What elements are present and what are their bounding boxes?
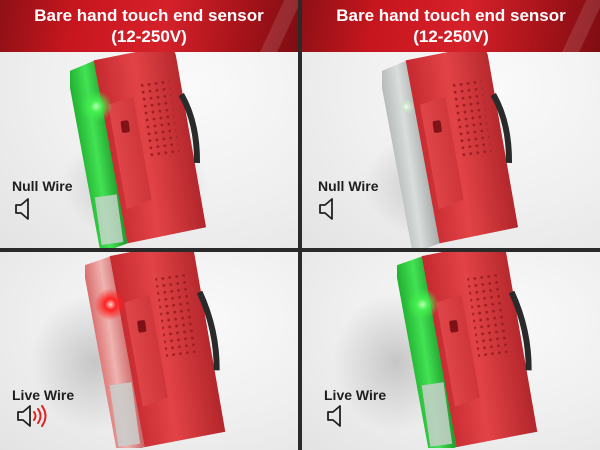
indicator-light [398, 98, 415, 115]
indicator-light [94, 288, 127, 321]
wire-label: Null Wire [318, 178, 379, 194]
panel-null-wire-green: Bare hand touch end sensor (12-250V) Nul… [0, 0, 298, 248]
voltage-tester [382, 46, 519, 248]
speaker-muted-icon [327, 405, 341, 427]
device-side [108, 97, 152, 210]
voltage-tester [70, 46, 207, 248]
speaker-grille [138, 76, 180, 160]
device-side [420, 97, 464, 210]
device-side [436, 294, 480, 407]
clip-slot [432, 120, 442, 133]
voltage-tester [397, 252, 538, 448]
indicator-light [80, 90, 113, 123]
speaker-grille [467, 273, 509, 358]
speaker-grille [155, 273, 197, 358]
wire-label: Live Wire [12, 387, 75, 403]
banner-stripe [238, 0, 298, 52]
voltage-tester [85, 252, 226, 448]
panel-live-wire-red: Live Wire [0, 252, 298, 450]
speaker-sound-icon [17, 405, 47, 427]
device-side [124, 294, 168, 407]
banner-stripe [540, 0, 600, 52]
wire-label: Live Wire [324, 387, 387, 403]
side-grip [508, 290, 532, 371]
banner-voltage: (12-250V) [111, 27, 187, 46]
clip-slot [137, 320, 147, 333]
sound-wave-icon [33, 411, 37, 421]
clip-slot [120, 120, 130, 133]
clear-end-cap [421, 382, 453, 447]
sound-wave-icon [37, 408, 42, 424]
transparent-tip-unlit [382, 60, 440, 248]
wire-label: Null Wire [12, 178, 73, 194]
side-grip [178, 92, 201, 163]
sound-wave-icon [41, 405, 47, 427]
clip-slot [449, 320, 459, 333]
banner-title: Bare hand touch end sensor [34, 6, 264, 25]
clear-end-cap [94, 194, 124, 246]
side-grip [490, 92, 513, 163]
banner-voltage: (12-250V) [413, 27, 489, 46]
speaker-grille [450, 76, 492, 160]
banner-title: Bare hand touch end sensor [336, 6, 566, 25]
side-grip [196, 290, 220, 371]
panel-null-wire-off: Bare hand touch end sensor (12-250V) Nul… [302, 0, 600, 248]
indicator-light [406, 288, 439, 321]
panel-live-wire-green: Live Wire [302, 252, 600, 450]
speaker-muted-icon [319, 198, 333, 220]
banner: Bare hand touch end sensor (12-250V) [0, 0, 298, 52]
banner: Bare hand touch end sensor (12-250V) [302, 0, 600, 52]
speaker-muted-icon [15, 198, 29, 220]
clear-end-cap [109, 382, 141, 447]
